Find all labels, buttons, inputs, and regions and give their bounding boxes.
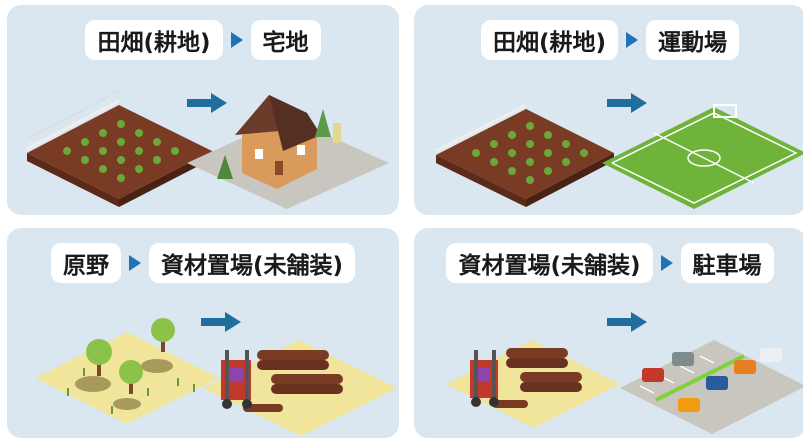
from-label: 田畑(耕地) [480, 20, 619, 60]
lumber-yard-image [446, 340, 620, 428]
from-label: 原野 [50, 243, 121, 283]
conversion-card-farmland-to-residential: 田畑(耕地) 宅地 [7, 5, 399, 215]
parking-lot-image [620, 340, 803, 434]
triangle-right-icon [128, 255, 141, 271]
to-label: 資材置場(未舗装) [148, 243, 356, 283]
conversion-card-farmland-to-sports-field: 田畑(耕地) 運動場 [414, 5, 803, 215]
conversion-label-row: 田畑(耕地) 宅地 [7, 19, 399, 61]
wilderness-to-storage-yard-illustration [35, 312, 397, 436]
right-arrow-icon [187, 93, 227, 113]
lumber-yard-image [203, 340, 397, 436]
to-label: 宅地 [250, 20, 321, 60]
farmland-to-sports-field-illustration [435, 93, 803, 209]
conversion-label-row: 田畑(耕地) 運動場 [414, 19, 803, 61]
conversion-card-wilderness-to-storage-yard: 原野 資材置場(未舗装) [7, 228, 399, 438]
right-arrow-icon [607, 93, 647, 113]
right-arrow-icon [201, 312, 241, 332]
to-label: 運動場 [646, 20, 740, 60]
to-label: 駐車場 [680, 243, 774, 283]
triangle-right-icon [626, 32, 639, 48]
farmland-to-house-illustration [26, 90, 389, 209]
right-arrow-icon [607, 312, 647, 332]
conversion-label-row: 原野 資材置場(未舗装) [7, 242, 399, 284]
wilderness-image [35, 318, 219, 424]
soccer-field-image [602, 104, 803, 209]
farm-field-image [435, 103, 614, 207]
from-label: 資材置場(未舗装) [446, 243, 653, 283]
house-image [187, 95, 389, 209]
triangle-right-icon [660, 255, 673, 271]
conversion-card-storage-yard-to-parking: 資材置場(未舗装) 駐車場 [414, 228, 803, 438]
storage-yard-to-parking-illustration [446, 312, 803, 434]
farm-field-image [26, 90, 212, 207]
triangle-right-icon [230, 32, 243, 48]
conversion-label-row: 資材置場(未舗装) 駐車場 [414, 242, 803, 284]
from-label: 田畑(耕地) [85, 20, 223, 60]
